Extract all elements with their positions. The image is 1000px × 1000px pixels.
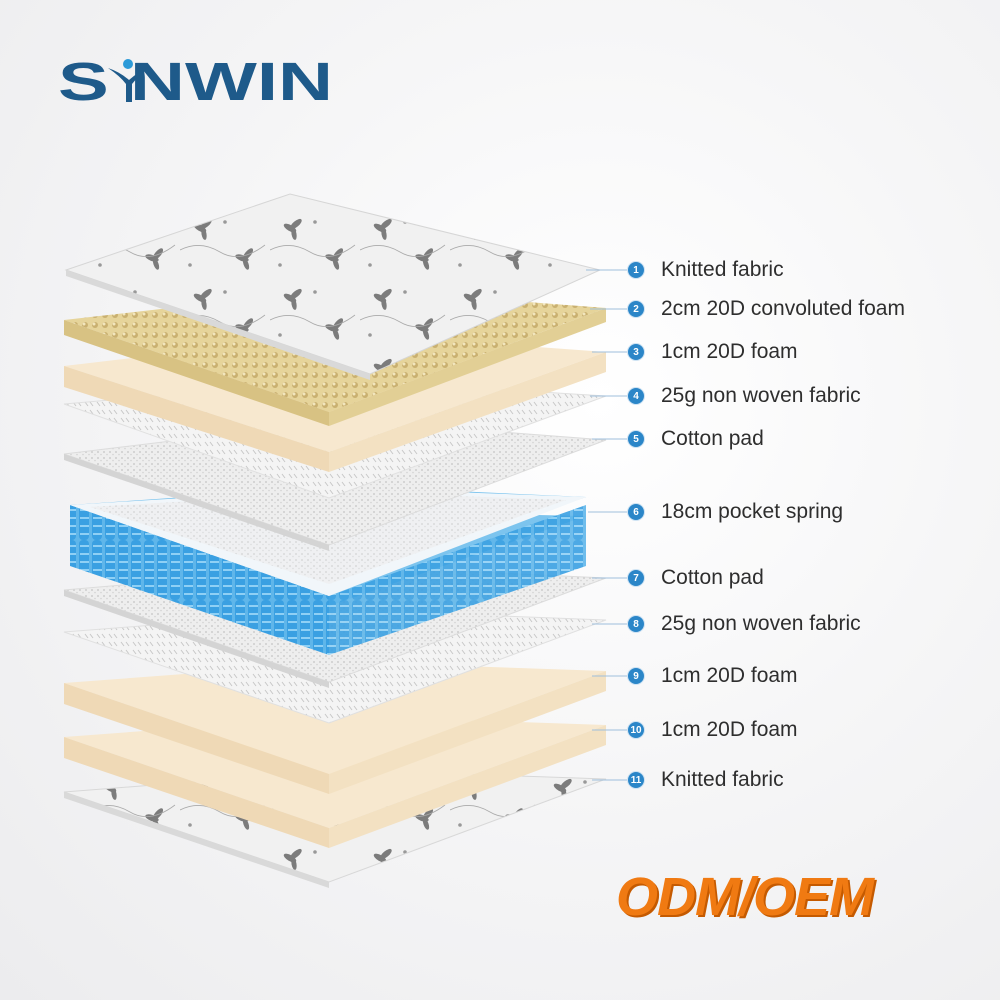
number-badge: 10 xyxy=(627,721,645,739)
layer-label: 1cm 20D foam xyxy=(661,340,798,363)
odm-oem-badge: ODM/OEM xyxy=(616,867,874,927)
layer-1-knitted-fabric xyxy=(64,193,602,380)
callout-layer-2: 2 2cm 20D convoluted foam xyxy=(627,296,905,322)
callout-layer-1: 1 Knitted fabric xyxy=(627,257,784,283)
callout-layer-7: 7 Cotton pad xyxy=(627,565,764,591)
layer-label: 2cm 20D convoluted foam xyxy=(661,297,905,320)
callout-layer-10: 10 1cm 20D foam xyxy=(627,717,798,743)
callout-layer-6: 6 18cm pocket spring xyxy=(627,499,843,525)
number-badge: 11 xyxy=(627,771,645,789)
callout-layer-4: 4 25g non woven fabric xyxy=(627,383,861,409)
svg-text:S NWIN: S NWIN xyxy=(58,52,333,112)
layer-label: 18cm pocket spring xyxy=(661,500,844,523)
number-badge: 6 xyxy=(627,503,645,521)
callout-layer-3: 3 1cm 20D foam xyxy=(627,339,798,365)
layer-label: 1cm 20D foam xyxy=(661,718,798,741)
number-badge: 5 xyxy=(627,430,645,448)
number-badge: 9 xyxy=(627,667,645,685)
layer-label: Knitted fabric xyxy=(661,768,784,791)
layer-label: 25g non woven fabric xyxy=(661,612,861,635)
callout-layer-5: 5 Cotton pad xyxy=(627,426,764,452)
layer-label: Cotton pad xyxy=(661,566,764,589)
number-badge: 3 xyxy=(627,343,645,361)
logo-figure-icon xyxy=(108,59,150,102)
number-badge: 4 xyxy=(627,387,645,405)
callout-layer-11: 11 Knitted fabric xyxy=(627,767,784,793)
layer-label: 25g non woven fabric xyxy=(661,384,861,407)
synwin-logo: S NWIN xyxy=(58,52,333,112)
number-badge: 2 xyxy=(627,300,645,318)
layer-label: Knitted fabric xyxy=(661,258,784,281)
leader-lines xyxy=(586,269,627,781)
layer-label: 1cm 20D foam xyxy=(661,664,798,687)
number-badge: 7 xyxy=(627,569,645,587)
number-badge: 1 xyxy=(627,261,645,279)
callout-layer-9: 9 1cm 20D foam xyxy=(627,663,798,689)
layer-label: Cotton pad xyxy=(661,427,764,450)
callout-layer-8: 8 25g non woven fabric xyxy=(627,611,861,637)
number-badge: 8 xyxy=(627,615,645,633)
